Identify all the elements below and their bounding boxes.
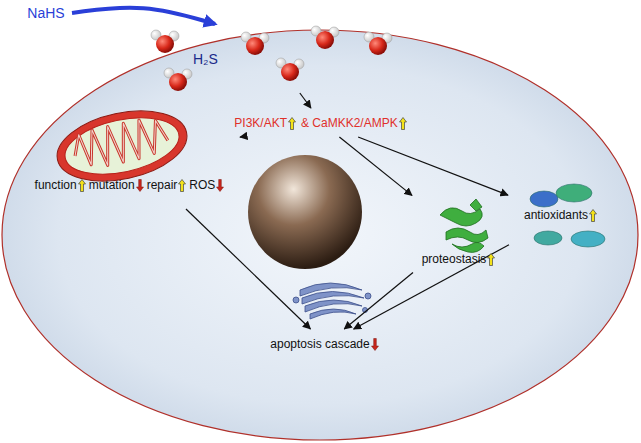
signaling-pathway: PI3K/AKT & CaMKK2/AMPK — [231, 112, 413, 134]
increase-arrow — [399, 117, 407, 130]
node-text: PI3K/AKT — [234, 116, 287, 131]
signal-arrow — [186, 209, 310, 329]
decrease-arrow — [371, 338, 379, 351]
node-text: antioxidants — [524, 208, 588, 223]
node-text: & CaMKK2/AMPK — [301, 116, 398, 131]
node-text: H₂S — [193, 52, 218, 67]
signal-arrow — [358, 137, 508, 195]
signal-arrow — [344, 273, 413, 329]
molecule-group: H₂S — [145, 22, 400, 90]
decrease-arrow — [216, 179, 224, 192]
increase-arrow — [78, 179, 86, 192]
increase-arrow — [487, 253, 495, 266]
signal-arrow — [300, 93, 311, 108]
proteostasis-group: proteostasis — [416, 196, 504, 272]
apoptosis-label: apoptosis cascade — [267, 333, 385, 355]
decrease-arrow — [136, 179, 144, 192]
increase-arrow — [288, 117, 296, 130]
reaction-arrow — [72, 8, 215, 24]
node-text: repair — [147, 178, 178, 193]
signal-arrow — [354, 245, 509, 329]
node-text: proteostasis — [422, 252, 487, 267]
node-text: mutation — [89, 178, 135, 193]
node-text: ROS — [189, 178, 215, 193]
node-text: apoptosis cascade — [270, 337, 369, 352]
reagent-label: NaHS — [24, 2, 68, 24]
signal-arrow — [239, 136, 241, 137]
signal-arrow — [339, 137, 412, 195]
antioxidant-group: antioxidants — [512, 184, 612, 248]
increase-arrow — [178, 179, 186, 192]
increase-arrow — [589, 209, 597, 222]
node-text: NaHS — [27, 6, 64, 21]
node-text: function — [35, 178, 77, 193]
mitochondrion: function mutation repair ROS — [26, 106, 236, 206]
